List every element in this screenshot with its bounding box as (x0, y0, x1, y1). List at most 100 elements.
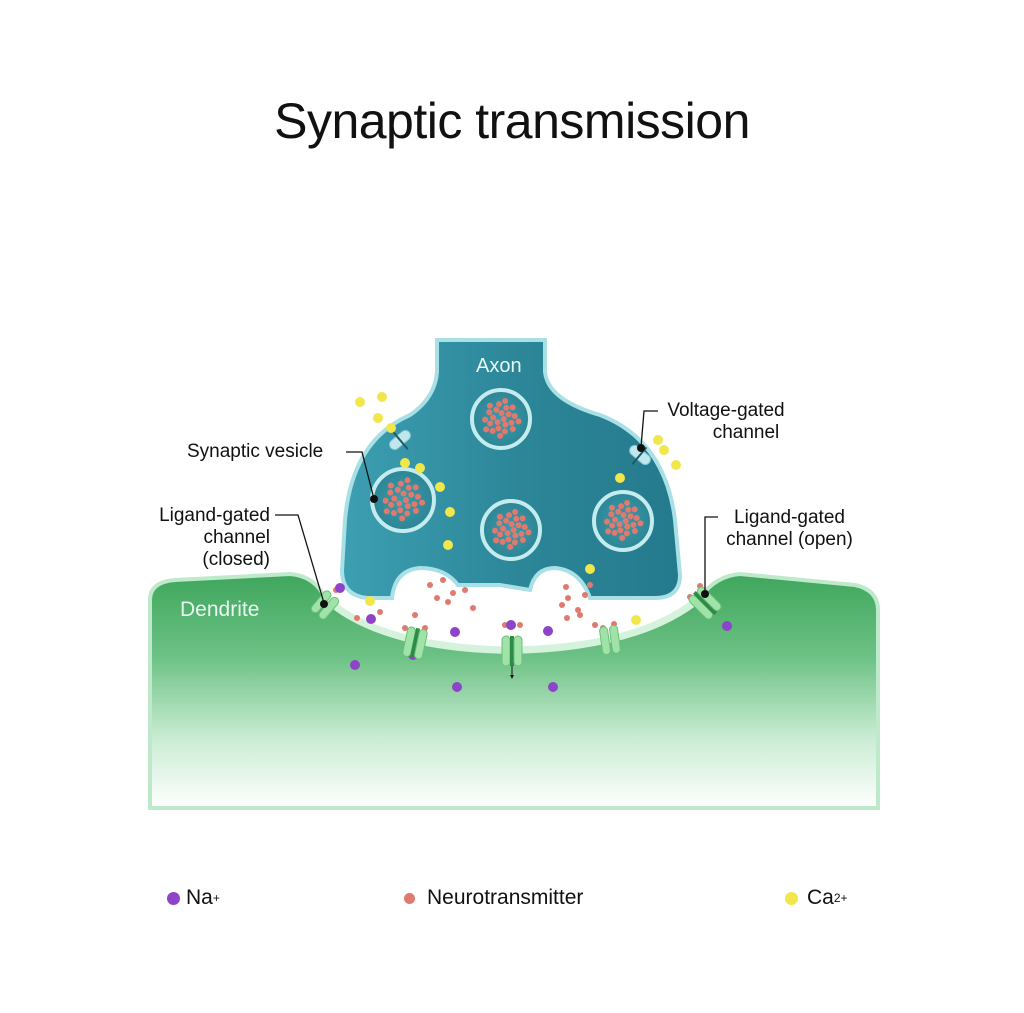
calcium-ion (615, 473, 625, 483)
neurotransmitter (509, 404, 516, 411)
ligand-open-line1: Ligand-gated (734, 507, 845, 528)
neurotransmitter (500, 525, 507, 532)
neurotransmitter (414, 493, 421, 500)
neurotransmitter (513, 515, 520, 522)
neurotransmitter (440, 577, 446, 583)
neurotransmitter (512, 532, 519, 539)
neurotransmitter (509, 425, 516, 432)
ligand-gated-closed-label: Ligand-gated channel (closed) (140, 505, 270, 571)
axon-label: Axon (476, 355, 522, 377)
neurotransmitter (500, 416, 507, 422)
neurotransmitter (627, 513, 634, 520)
neurotransmitter (503, 404, 510, 411)
neurotransmitter (633, 514, 640, 521)
neurotransmitter (496, 513, 503, 520)
neurotransmitter (388, 501, 395, 508)
legend-item-na: Na+ (167, 886, 220, 910)
neurotransmitter (501, 428, 508, 435)
calcium-ion (400, 458, 410, 468)
neurotransmitter (619, 534, 626, 541)
neurotransmitter (412, 612, 418, 618)
neurotransmitter (620, 511, 627, 518)
neurotransmitter (616, 521, 623, 528)
neurotransmitter (519, 536, 526, 543)
neurotransmitter (508, 419, 515, 426)
neurotransmitter (412, 507, 419, 514)
neurotransmitter (483, 426, 490, 433)
calcium-ion (415, 463, 425, 473)
neurotransmitter (507, 543, 514, 550)
neurotransmitter (404, 510, 411, 517)
neurotransmitter (383, 508, 390, 515)
neurotransmitter (404, 477, 411, 484)
neurotransmitter-icon (404, 892, 415, 904)
neurotransmitter (427, 582, 433, 588)
neurotransmitter (445, 599, 451, 605)
sodium-ion (366, 614, 376, 624)
sodium-ion (548, 682, 558, 692)
neurotransmitter (462, 587, 468, 593)
diagram-title: Synaptic transmission (274, 93, 750, 149)
neurotransmitter (496, 520, 503, 527)
neurotransmitter (512, 508, 519, 515)
neurotransmitter (604, 518, 611, 525)
neurotransmitter (419, 499, 426, 506)
voltage-gated-label: Voltage-gated channel (656, 400, 796, 444)
neurotransmitter (400, 490, 407, 497)
legend-item-neurotransmitter: Neurotransmitter (404, 886, 583, 910)
neurotransmitter (493, 537, 500, 544)
calcium-ion (443, 540, 453, 550)
neurotransmitter (609, 522, 616, 529)
neurotransmitter (382, 497, 389, 504)
neurotransmitter (502, 397, 509, 404)
neurotransmitter (494, 419, 501, 426)
neurotransmitter (402, 625, 408, 631)
neurotransmitter (559, 602, 565, 608)
calcium-ion (653, 435, 663, 445)
neurotransmitter (517, 622, 523, 628)
neurotransmitter (615, 508, 622, 515)
voltage-gated-line1: Voltage-gated (667, 400, 785, 421)
neurotransmitter (631, 506, 638, 513)
calcium-ion (365, 596, 375, 606)
neurotransmitter (618, 503, 625, 510)
neurotransmitter (565, 595, 571, 601)
neurotransmitter (394, 486, 401, 493)
neurotransmitter (503, 517, 510, 524)
calcium-ion (373, 413, 383, 423)
neurotransmitter (612, 516, 619, 523)
neurotransmitter (518, 530, 525, 537)
neurotransmitter (497, 432, 504, 439)
neurotransmitter (434, 595, 440, 601)
neurotransmitter (525, 529, 532, 536)
calcium-ion (355, 397, 365, 407)
neurotransmitter (497, 531, 504, 538)
neurotransmitter (470, 605, 476, 611)
legend-label: Ca (807, 886, 834, 909)
legend-label: Neurotransmitter (427, 886, 584, 909)
voltage-gated-channel-left (389, 430, 411, 450)
neurotransmitter (450, 590, 456, 596)
neurotransmitter (489, 427, 496, 434)
dendrite-label: Dendrite (180, 598, 260, 621)
ligand-gated-channel (599, 624, 621, 656)
sodium-ion (506, 620, 516, 630)
sodium-ion (350, 660, 360, 670)
calcium-ion (377, 392, 387, 402)
neurotransmitter (608, 504, 615, 511)
ligand-gated-open-label: Ligand-gated channel (open) (722, 507, 857, 551)
neurotransmitter (495, 425, 502, 432)
neurotransmitter (499, 538, 506, 545)
calcium-ion (631, 615, 641, 625)
neurotransmitter (587, 582, 593, 588)
sodium-ion (335, 583, 345, 593)
neurotransmitter (486, 402, 493, 409)
neurotransmitter (592, 622, 598, 628)
legend-sup: + (212, 891, 220, 905)
neurotransmitter (490, 414, 497, 421)
neurotransmitter (631, 527, 638, 534)
neurotransmitter (508, 520, 515, 527)
neurotransmitter (622, 518, 629, 524)
